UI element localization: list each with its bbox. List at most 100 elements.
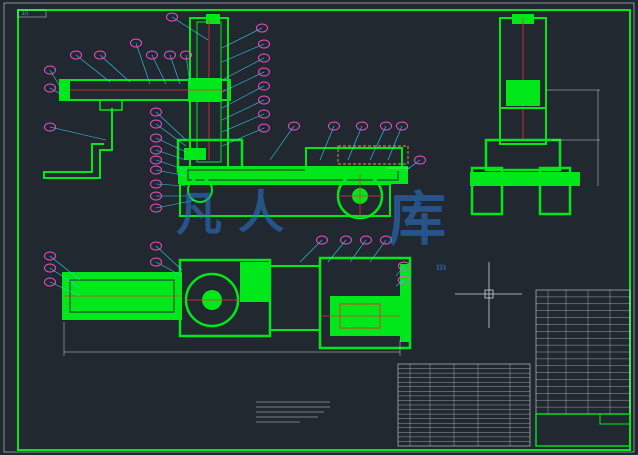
plan-view xyxy=(62,256,412,356)
watermark-domain: m xyxy=(436,262,447,273)
part-balloon[interactable] xyxy=(398,275,410,285)
part-balloon[interactable] xyxy=(130,38,142,48)
part-balloon[interactable] xyxy=(150,241,162,251)
front-view xyxy=(43,14,410,220)
part-balloon[interactable] xyxy=(316,235,328,245)
leader-line xyxy=(347,125,363,161)
part-balloon[interactable] xyxy=(150,145,162,155)
leader-line xyxy=(221,43,265,63)
part-balloon[interactable] xyxy=(44,277,56,287)
parts-grid xyxy=(398,290,630,446)
part-balloon[interactable] xyxy=(44,122,56,132)
part-balloon[interactable] xyxy=(360,235,372,245)
side-axle xyxy=(470,172,580,186)
front-base-motor xyxy=(184,148,206,160)
parts-list xyxy=(397,289,631,447)
leader-line xyxy=(155,123,187,147)
part-balloon[interactable] xyxy=(70,50,82,60)
part-balloon[interactable] xyxy=(44,65,56,75)
title-block-drawing-no xyxy=(599,413,631,425)
technical-notes xyxy=(256,401,330,423)
part-balloon[interactable] xyxy=(328,121,340,131)
part-balloon[interactable] xyxy=(150,179,162,189)
leader-line xyxy=(155,183,187,187)
part-balloon[interactable] xyxy=(258,67,270,77)
part-balloon[interactable] xyxy=(398,261,410,271)
part-balloon[interactable] xyxy=(150,107,162,117)
part-balloon[interactable] xyxy=(44,263,56,273)
part-balloon[interactable] xyxy=(150,133,162,143)
leader-line xyxy=(155,111,187,141)
front-hidden-outline xyxy=(337,145,409,165)
leader-line xyxy=(135,42,151,85)
front-drive-housing xyxy=(305,147,403,171)
plan-end-plate xyxy=(400,264,410,342)
leader-line xyxy=(403,159,421,173)
part-balloon[interactable] xyxy=(150,203,162,213)
leader-line xyxy=(221,113,265,133)
watermark-char-1: 凡 xyxy=(176,187,222,241)
outer-sheet-border xyxy=(3,2,635,453)
front-gripper xyxy=(43,108,113,179)
part-balloon[interactable] xyxy=(150,119,162,129)
leader-line xyxy=(395,265,405,277)
leader-line xyxy=(155,245,183,271)
side-wrist xyxy=(499,107,547,145)
leader-line xyxy=(151,54,167,85)
leader-line xyxy=(99,54,131,83)
part-balloon[interactable] xyxy=(44,251,56,261)
side-base xyxy=(484,138,562,172)
part-balloon[interactable] xyxy=(150,155,162,165)
part-balloon[interactable] xyxy=(380,235,392,245)
part-balloon[interactable] xyxy=(258,53,270,63)
leader-line xyxy=(169,54,181,85)
drawing-border xyxy=(17,9,631,451)
side-wheel-right xyxy=(538,166,572,216)
part-balloon[interactable] xyxy=(146,50,158,60)
part-balloon[interactable] xyxy=(150,191,162,201)
leader-line xyxy=(369,125,387,161)
crosshair-icon xyxy=(455,262,522,328)
front-column-cap xyxy=(206,14,220,24)
front-carriage-slot xyxy=(187,169,399,181)
front-lower-frame xyxy=(179,183,391,217)
leader-line xyxy=(319,125,335,161)
part-balloon[interactable] xyxy=(256,23,268,33)
leader-line xyxy=(221,85,265,109)
part-balloon[interactable] xyxy=(340,235,352,245)
part-balloon[interactable] xyxy=(414,155,426,165)
leader-line xyxy=(221,71,265,93)
part-balloon[interactable] xyxy=(380,121,392,131)
part-balloon[interactable] xyxy=(396,121,408,131)
leader-line xyxy=(221,27,263,49)
part-balloon[interactable] xyxy=(164,50,176,60)
part-balloon[interactable] xyxy=(258,109,270,119)
part-balloon[interactable] xyxy=(258,123,270,133)
plan-motor xyxy=(240,262,270,302)
part-balloon[interactable] xyxy=(150,165,162,175)
part-balloon[interactable] xyxy=(288,121,300,131)
part-balloon[interactable] xyxy=(44,83,56,93)
title-block xyxy=(535,413,631,447)
part-balloon[interactable] xyxy=(94,50,106,60)
leader-line xyxy=(49,255,81,281)
leader-line xyxy=(49,126,107,141)
part-balloon[interactable] xyxy=(150,257,162,267)
leader-line xyxy=(221,127,265,147)
frame-tag: 2/1 xyxy=(22,11,29,16)
side-wheel-left xyxy=(470,166,504,216)
part-balloon[interactable] xyxy=(258,39,270,49)
leader-line xyxy=(49,87,65,97)
part-balloon[interactable] xyxy=(356,121,368,131)
front-arm-end xyxy=(60,80,70,100)
leader-line xyxy=(269,125,295,161)
leader-line xyxy=(221,57,265,81)
watermark-char-2: 人 xyxy=(238,185,284,239)
part-balloon[interactable] xyxy=(180,50,192,60)
part-balloon[interactable] xyxy=(258,81,270,91)
part-balloon[interactable] xyxy=(166,12,178,22)
frame-tag-box xyxy=(17,9,47,18)
part-balloon[interactable] xyxy=(258,95,270,105)
